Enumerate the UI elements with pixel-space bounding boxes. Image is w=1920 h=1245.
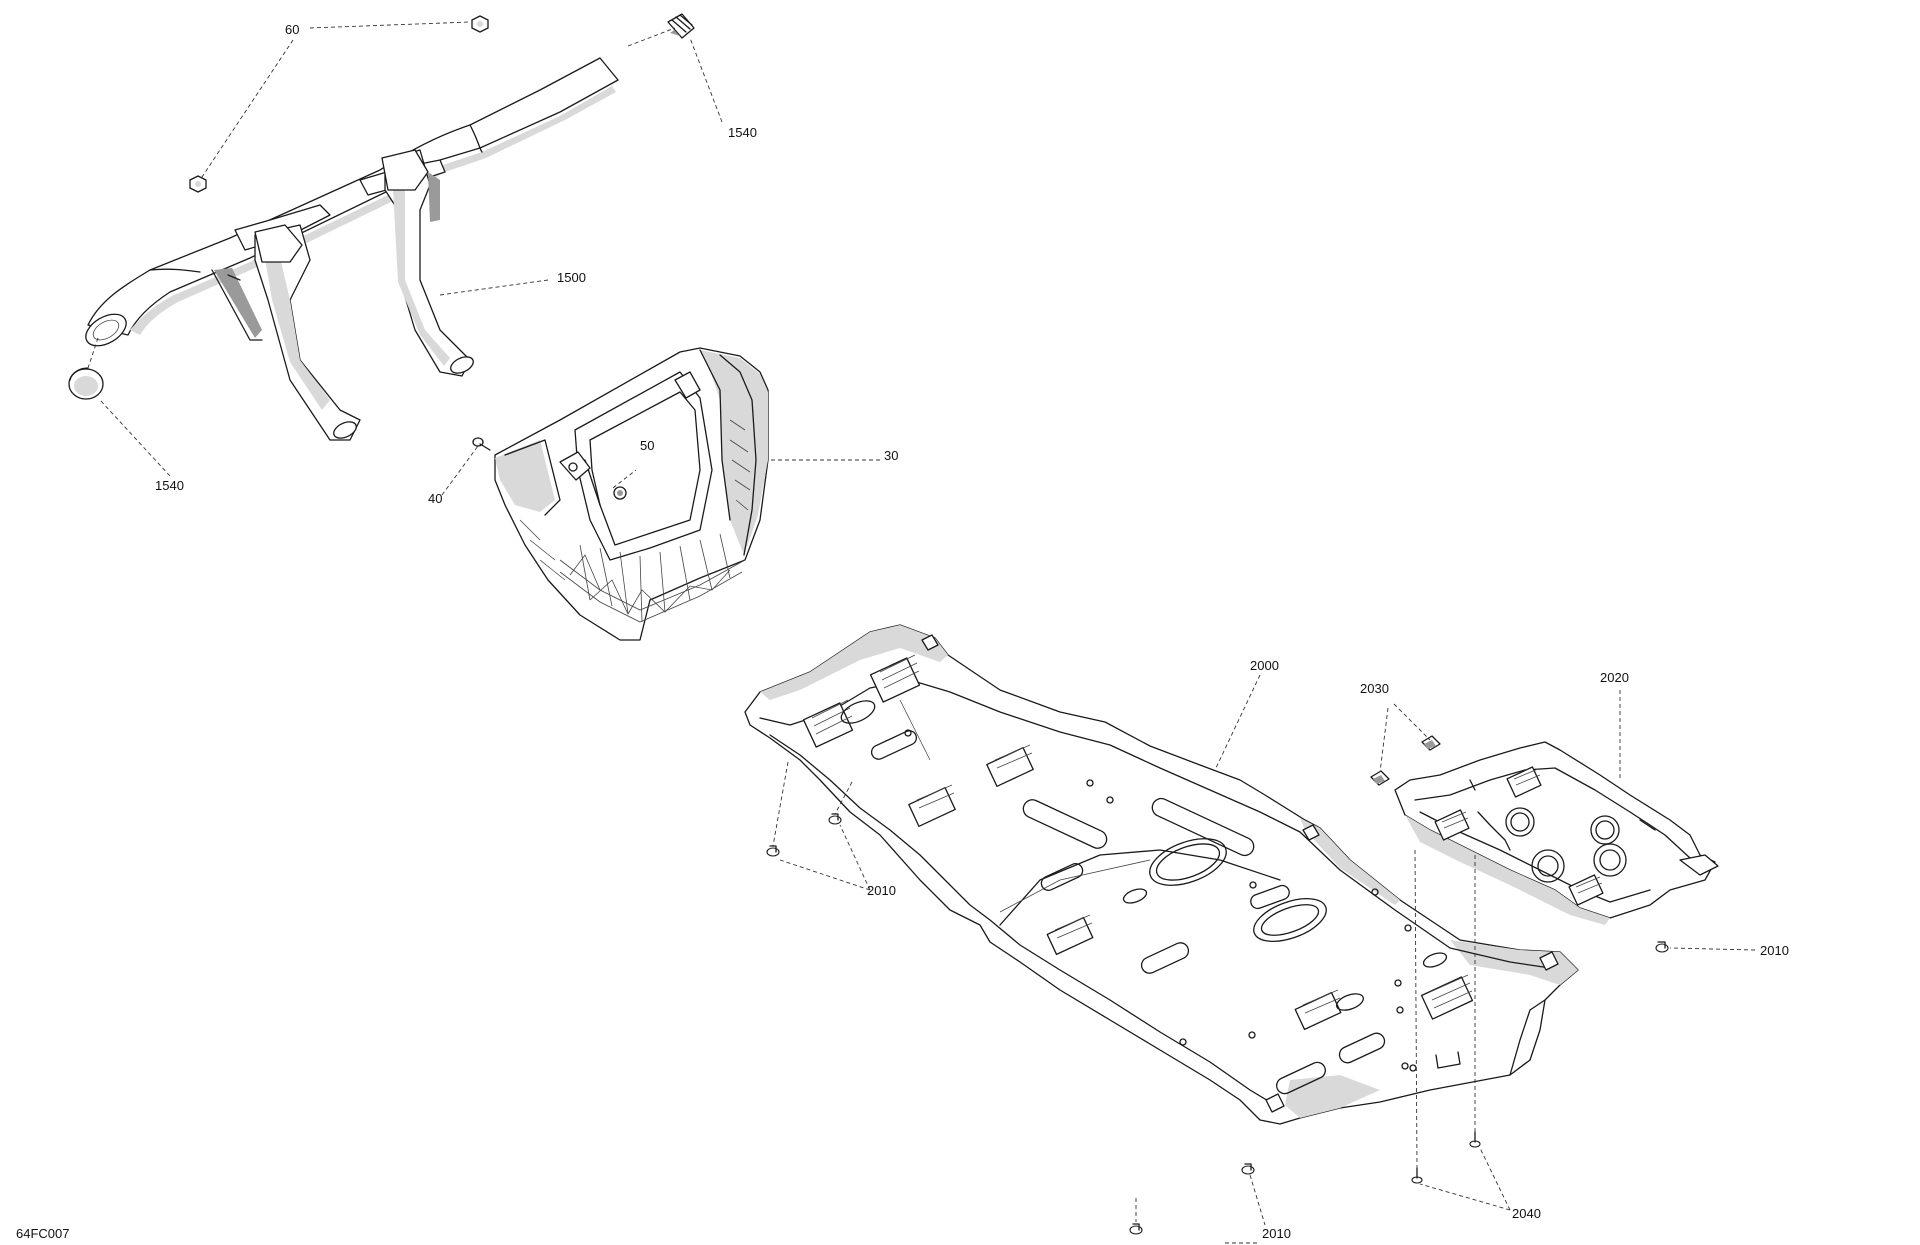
callout-40: 40 — [428, 491, 442, 506]
fastener-2010-e — [1241, 1163, 1255, 1175]
fastener-2010-d — [1129, 1223, 1143, 1235]
callout-1540-top: 1540 — [728, 125, 757, 140]
callout-2020: 2020 — [1600, 670, 1629, 685]
skid-oval-cutouts — [840, 700, 1448, 1011]
rear-skid-plate-part-2020 — [1394, 741, 1719, 925]
callout-1500: 1500 — [557, 270, 586, 285]
callout-2010-bottom: 2010 — [1262, 1226, 1291, 1241]
nut-60-left — [189, 175, 207, 193]
clip-2030-a — [1421, 735, 1441, 751]
callout-60: 60 — [285, 22, 299, 37]
storage-console-part-30 — [494, 347, 769, 641]
callout-2040: 2040 — [1512, 1206, 1541, 1221]
callout-50: 50 — [640, 438, 654, 453]
fastener-2010-c — [1655, 941, 1669, 953]
skid-plate-part-2000 — [744, 624, 1579, 1125]
screw-2040-b — [1469, 1131, 1481, 1148]
callout-2010-left: 2010 — [867, 883, 896, 898]
skid-grid-pads — [802, 654, 1474, 1031]
callout-2000: 2000 — [1250, 658, 1279, 673]
figure-code: 64FC007 — [16, 1226, 69, 1241]
skid-mounting-holes — [904, 729, 1417, 1072]
fastener-2010-a — [766, 845, 780, 857]
screw-40 — [472, 437, 491, 451]
callout-1540-left: 1540 — [155, 478, 184, 493]
end-cap-1540-top — [667, 13, 695, 39]
leader-lines — [87, 21, 1756, 1244]
skid-slot-cutouts — [870, 730, 1461, 1095]
callout-2010-right: 2010 — [1760, 943, 1789, 958]
nut-60-top — [471, 15, 489, 33]
clip-2030-b — [1370, 770, 1390, 786]
callout-2030: 2030 — [1360, 681, 1389, 696]
callout-30: 30 — [884, 448, 898, 463]
tube-frame-part-1500 — [85, 57, 619, 441]
fastener-2010-b — [828, 813, 842, 825]
screw-2040-a — [1411, 1167, 1423, 1184]
end-cap-1540-left — [68, 367, 104, 400]
